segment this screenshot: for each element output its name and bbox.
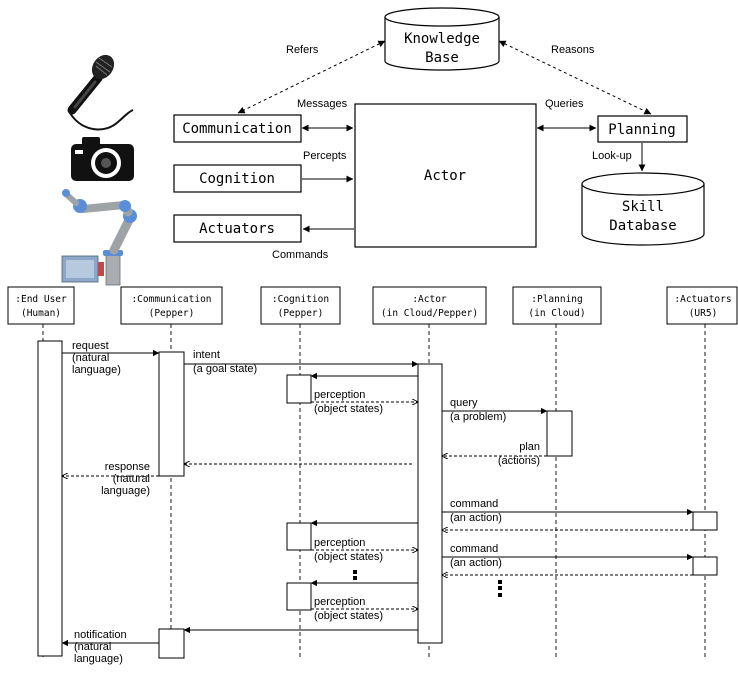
- lifeline-subtitle: (Pepper): [149, 308, 195, 319]
- queries-label: Queries: [545, 98, 584, 110]
- message-label: intent: [193, 349, 220, 361]
- message-label: language): [101, 485, 150, 497]
- skill-database-cylinder: Skill Database: [581, 172, 705, 246]
- message-label: (an action): [450, 512, 502, 524]
- message-label: command: [450, 543, 498, 555]
- activation-bar-cognition: [286, 374, 312, 404]
- lifelines: :End User(Human):Communication(Pepper):C…: [7, 286, 738, 660]
- percepts-label: Percepts: [303, 150, 347, 162]
- message-label: perception: [314, 389, 365, 401]
- knowledge-base-cylinder: Knowledge Base: [384, 7, 500, 71]
- lifeline-subtitle: (in Cloud): [528, 308, 585, 319]
- cognition-box: Cognition: [173, 164, 302, 193]
- communication-box-label: Communication: [182, 121, 292, 137]
- message-cognition-to-actor: perception (object states): [311, 389, 418, 415]
- lifeline-title: :Actuators: [674, 294, 731, 305]
- lifeline-title: :Communication: [131, 294, 211, 305]
- lifeline-subtitle: (Human): [21, 308, 61, 319]
- activation-bar-cognition: [286, 522, 312, 551]
- message-label: notification: [74, 629, 127, 641]
- messages-label: Messages: [297, 98, 348, 110]
- continuation-mark-actuators: [498, 580, 502, 597]
- refers-label: Refers: [286, 44, 319, 56]
- message-actor-to-actuators: command (an action): [442, 498, 694, 524]
- lifeline-title: :End User: [15, 294, 67, 305]
- message-label: (object states): [314, 551, 383, 563]
- message-planning-to-actor: plan (actions): [442, 441, 572, 467]
- lifeline-communication: :Communication (Pepper): [120, 286, 223, 660]
- knowledge-base-label-line1: Knowledge: [404, 31, 480, 47]
- continuation-mark-actor: [353, 570, 357, 580]
- message-label: language): [72, 364, 121, 376]
- activation-bar-end-user: [37, 340, 63, 657]
- message-label: plan: [519, 441, 540, 453]
- activation-bar-actuators: [692, 556, 718, 576]
- lifeline-actuators: :Actuators (UR5): [666, 286, 738, 660]
- message-label: response: [105, 461, 150, 473]
- message-label: (object states): [314, 610, 383, 622]
- lifeline-actor: :Actor (in Cloud/Pepper): [372, 286, 487, 660]
- activation-bar-actor: [417, 363, 443, 644]
- actor-box: Actor: [354, 103, 537, 248]
- activation-bars: [37, 340, 718, 659]
- message-actor-to-planning: query (a problem): [442, 397, 548, 423]
- activation-bar-planning: [546, 410, 573, 457]
- message-actor-to-actuators: command (an action): [442, 543, 694, 569]
- message-cognition-to-actor: perception (object states): [311, 596, 418, 622]
- skill-database-label-line2: Database: [609, 218, 676, 234]
- message-label: perception: [314, 596, 365, 608]
- actor-box-label: Actor: [424, 168, 466, 184]
- message-label: query: [450, 397, 478, 409]
- message-label: command: [450, 498, 498, 510]
- lookup-label: Look-up: [592, 150, 632, 162]
- message-communication-to-actor: intent (a goal state): [184, 349, 419, 375]
- message-label: language): [74, 653, 123, 665]
- lifeline-title: :Cognition: [272, 294, 329, 305]
- message-label: (natural: [74, 641, 111, 653]
- reasons-label: Reasons: [551, 44, 595, 56]
- lifeline-subtitle: (Pepper): [278, 308, 324, 319]
- camera-icon: [71, 137, 134, 181]
- message-label: (a goal state): [193, 363, 257, 375]
- activation-bar-communication: [158, 351, 185, 477]
- activation-bar-actuators: [692, 511, 718, 531]
- message-label: (a problem): [450, 411, 506, 423]
- lifeline-title: :Actor: [412, 294, 447, 305]
- actuators-box-label: Actuators: [199, 221, 275, 237]
- skill-database-label-line1: Skill: [622, 199, 664, 215]
- knowledge-base-label-line2: Base: [425, 50, 459, 66]
- message-label: (object states): [314, 403, 383, 415]
- lifeline-title: :Planning: [531, 294, 582, 305]
- commands-label: Commands: [272, 249, 329, 261]
- message-label: perception: [314, 537, 365, 549]
- planning-box: Planning: [597, 115, 688, 143]
- activation-bar-communication: [158, 628, 185, 659]
- sequence-diagram: :End User(Human):Communication(Pepper):C…: [7, 286, 738, 665]
- planning-box-label: Planning: [608, 122, 675, 138]
- actuators-box: Actuators: [173, 214, 302, 243]
- message-label: (actions): [498, 455, 540, 467]
- activation-bar-cognition: [286, 582, 312, 611]
- robot-arm-icon: [61, 189, 137, 286]
- message-label: (natural: [72, 352, 109, 364]
- microphone-icon: [67, 54, 134, 131]
- message-label: request: [72, 340, 109, 352]
- lifeline-subtitle: (UR5): [689, 308, 718, 319]
- lifeline-subtitle: (in Cloud/Pepper): [381, 308, 478, 319]
- architecture-diagram: Knowledge Base Skill Database Communicat…: [61, 7, 705, 286]
- message-cognition-to-actor: perception (object states): [311, 537, 418, 563]
- communication-box: Communication: [173, 114, 302, 143]
- message-label: (natural: [113, 473, 150, 485]
- cognition-box-label: Cognition: [199, 171, 275, 187]
- lifeline-planning: :Planning (in Cloud): [512, 286, 602, 660]
- message-label: (an action): [450, 557, 502, 569]
- reasons-connector: [498, 40, 652, 115]
